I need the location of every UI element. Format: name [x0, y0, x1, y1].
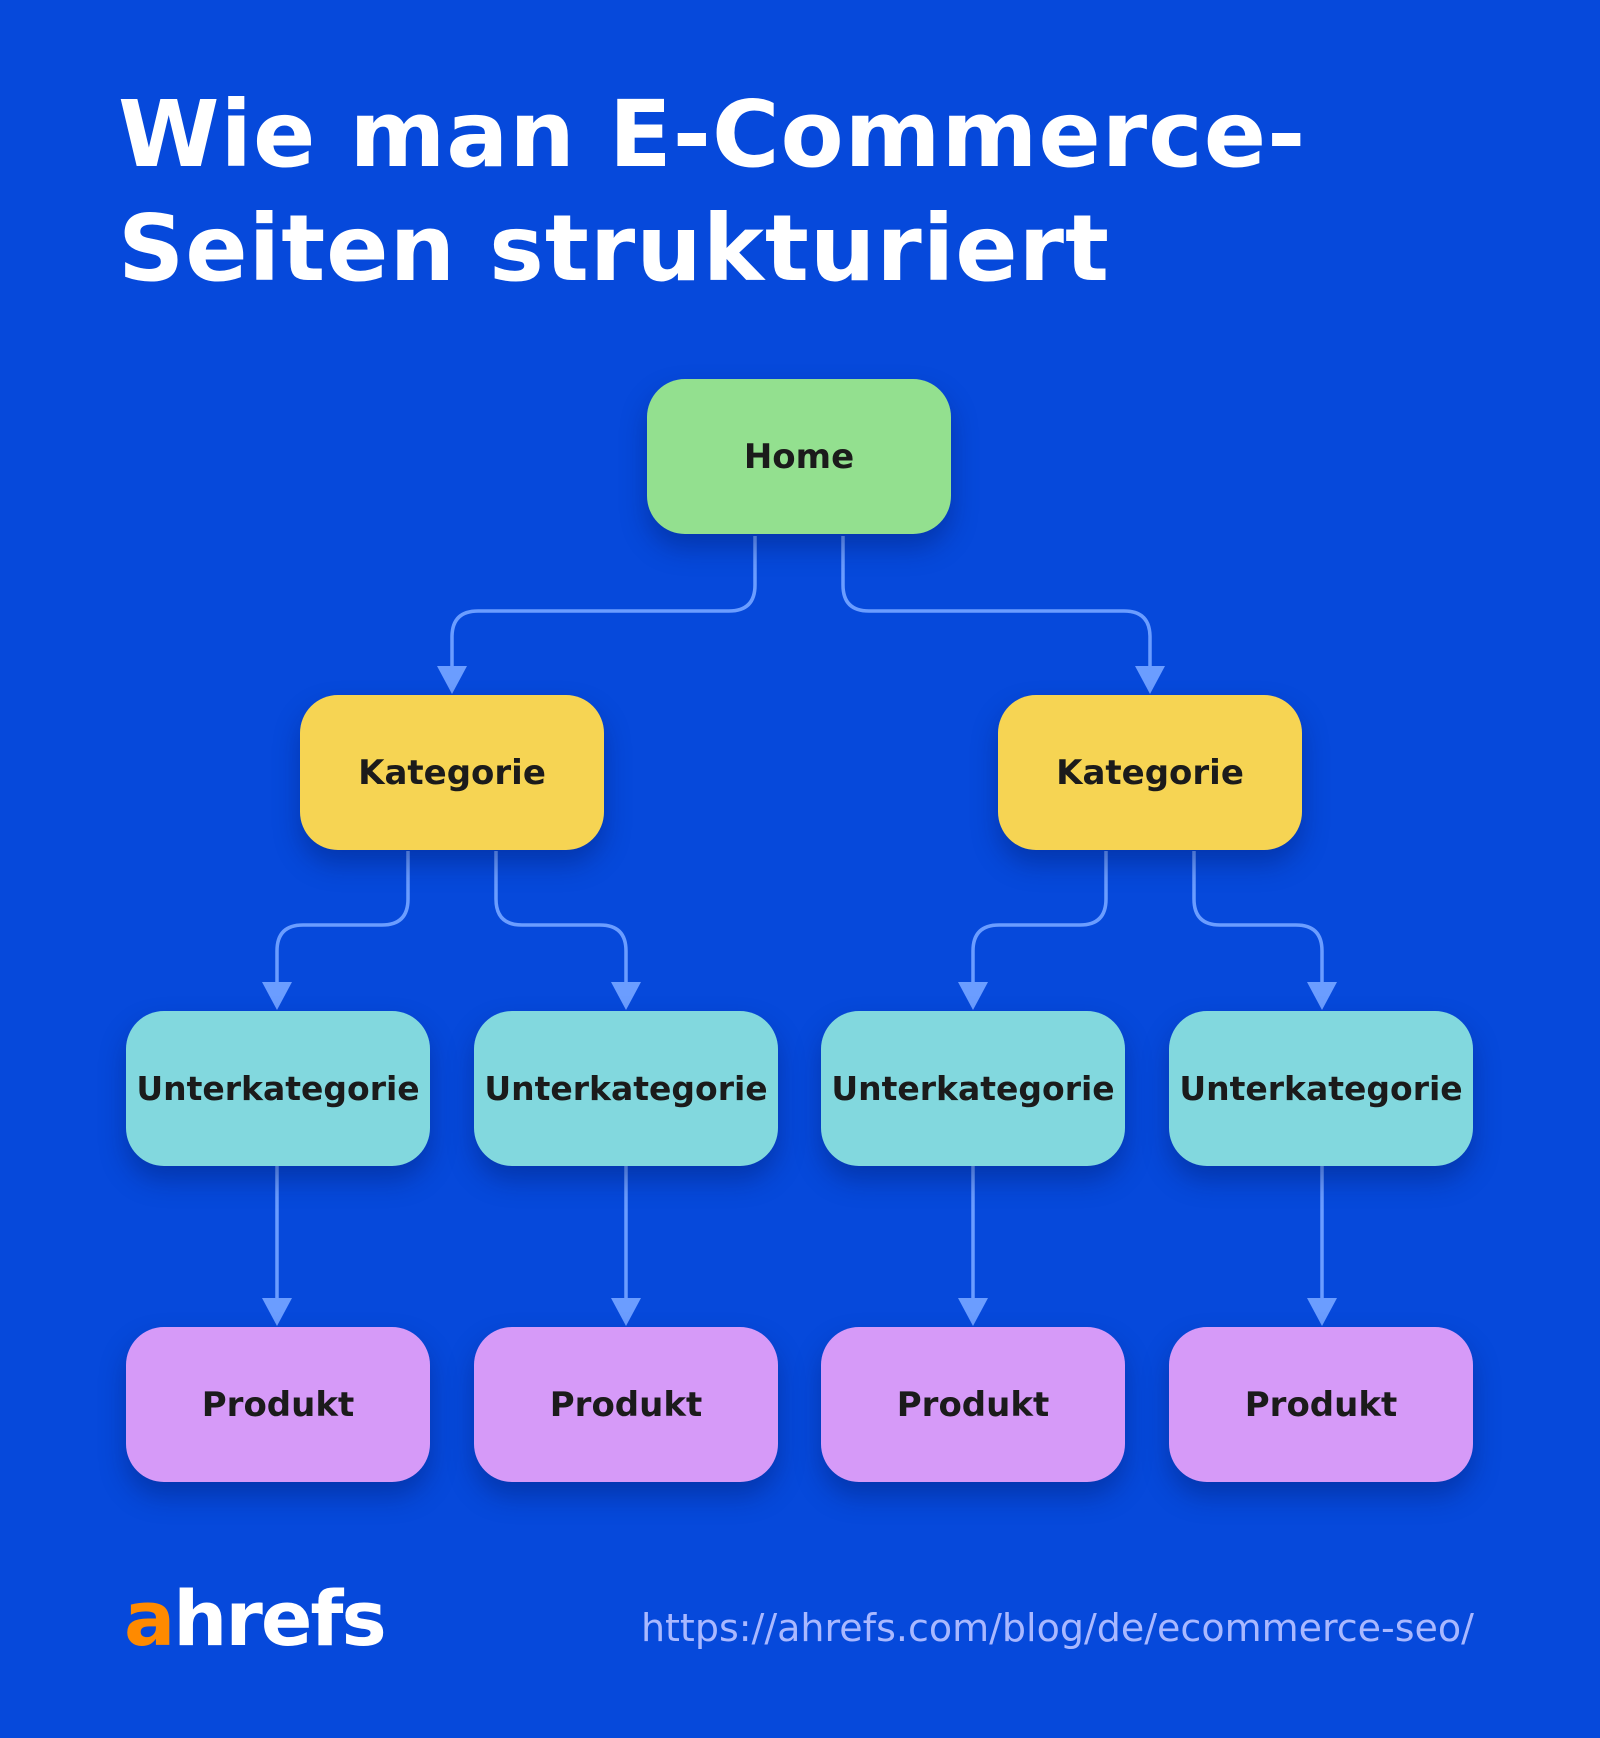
arrow-sub3-prod3: [958, 1298, 988, 1326]
connector-cat1-sub1: [275, 851, 410, 988]
logo-accent-letter: a: [124, 1574, 175, 1663]
arrow-cat1-sub1: [262, 982, 292, 1010]
node-product-2: Produkt: [474, 1327, 778, 1482]
node-product-label: Produkt: [896, 1384, 1050, 1425]
node-category-1: Kategorie: [300, 695, 604, 850]
connector-home-cat-right: [841, 536, 1152, 672]
connector-cat2-sub4: [1192, 851, 1324, 988]
connector-cat1-sub2: [494, 851, 628, 988]
node-product-1: Produkt: [126, 1327, 430, 1482]
node-subcategory-label: Unterkategorie: [1179, 1069, 1463, 1108]
logo-wordmark: hrefs: [173, 1574, 386, 1663]
ahrefs-logo: ahrefs: [124, 1574, 387, 1664]
node-subcategory-3: Unterkategorie: [821, 1011, 1125, 1166]
node-subcategory-1: Unterkategorie: [126, 1011, 430, 1166]
node-category-label: Kategorie: [358, 752, 546, 793]
node-product-3: Produkt: [821, 1327, 1125, 1482]
node-product-label: Produkt: [549, 1384, 703, 1425]
node-subcategory-label: Unterkategorie: [136, 1069, 420, 1108]
arrow-cat1-sub2: [611, 982, 641, 1010]
arrow-sub1-prod1: [262, 1298, 292, 1326]
node-subcategory-label: Unterkategorie: [831, 1069, 1115, 1108]
node-category-2: Kategorie: [998, 695, 1302, 850]
node-product-4: Produkt: [1169, 1327, 1473, 1482]
node-subcategory-4: Unterkategorie: [1169, 1011, 1473, 1166]
title-line-1: Wie man E-Commerce-: [118, 81, 1307, 188]
node-home: Home: [647, 379, 951, 534]
arrow-sub2-prod2: [611, 1298, 641, 1326]
source-url: https://ahrefs.com/blog/de/ecommerce-seo…: [640, 1606, 1474, 1650]
arrow-cat2-sub3: [958, 982, 988, 1010]
node-product-label: Produkt: [1244, 1384, 1398, 1425]
node-subcategory-label: Unterkategorie: [484, 1069, 768, 1108]
page-title: Wie man E-Commerce- Seiten strukturiert: [118, 78, 1418, 306]
title-line-2: Seiten strukturiert: [118, 195, 1111, 302]
connector-cat2-sub3: [971, 851, 1108, 988]
node-subcategory-2: Unterkategorie: [474, 1011, 778, 1166]
arrow-cat2-sub4: [1307, 982, 1337, 1010]
node-product-label: Produkt: [201, 1384, 355, 1425]
connector-home-cat-left: [450, 536, 757, 672]
node-home-label: Home: [743, 436, 855, 477]
arrow-home-cat-left: [437, 666, 467, 694]
arrow-home-cat-right: [1135, 666, 1165, 694]
arrow-sub4-prod4: [1307, 1298, 1337, 1326]
node-category-label: Kategorie: [1056, 752, 1244, 793]
